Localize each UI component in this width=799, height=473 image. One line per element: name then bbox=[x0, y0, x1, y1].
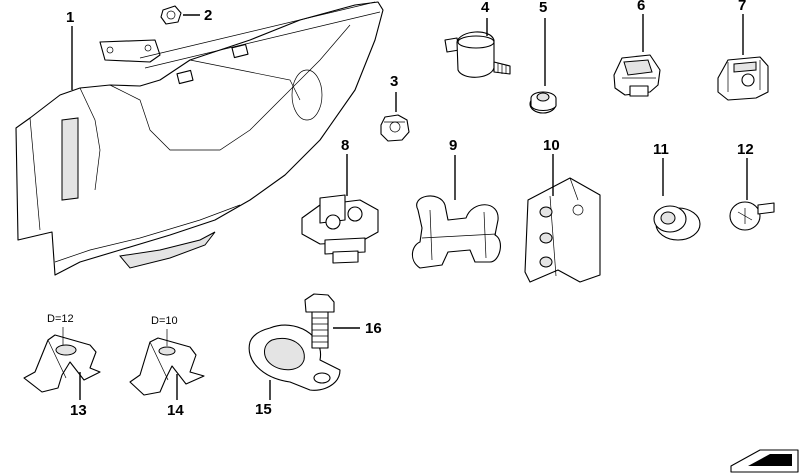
callout-5: 5 bbox=[539, 0, 547, 16]
callout-14: 14 bbox=[167, 402, 184, 419]
part-12-screw bbox=[729, 201, 775, 231]
callout-12: 12 bbox=[737, 141, 754, 158]
callout-16: 16 bbox=[365, 320, 382, 337]
callout-15: 15 bbox=[255, 401, 272, 418]
part-3-grommet bbox=[380, 114, 410, 142]
callout-13: 13 bbox=[70, 402, 87, 419]
part-1-cover-panel bbox=[15, 1, 384, 276]
callout-9: 9 bbox=[449, 137, 457, 154]
part-16-bolt bbox=[304, 293, 335, 349]
part-6-clip-nut bbox=[613, 54, 661, 97]
callout-1: 1 bbox=[66, 9, 74, 26]
part-2-nut bbox=[160, 5, 182, 25]
callout-10: 10 bbox=[543, 137, 560, 154]
callout-3: 3 bbox=[390, 73, 398, 90]
callout-2: 2 bbox=[204, 7, 212, 24]
part-7-clip-nut bbox=[717, 56, 769, 101]
diagram-corner-icon bbox=[730, 449, 799, 473]
part-13-clip-bracket bbox=[23, 334, 101, 393]
part-15-p-clamp bbox=[248, 324, 341, 391]
dimension-label-14: D=10 bbox=[151, 315, 178, 327]
part-14-clip-bracket bbox=[129, 337, 205, 396]
callout-4: 4 bbox=[481, 0, 490, 16]
callout-8: 8 bbox=[341, 137, 349, 154]
callout-6: 6 bbox=[637, 0, 645, 14]
part-9-rubber-damper bbox=[411, 195, 501, 269]
part-4-rubber-mount bbox=[444, 31, 511, 78]
part-10-bracket bbox=[524, 177, 601, 283]
callout-11: 11 bbox=[653, 141, 669, 158]
part-11-grommet bbox=[653, 205, 701, 241]
part-5-spacer bbox=[529, 91, 557, 114]
callout-7: 7 bbox=[738, 0, 746, 14]
dimension-label-13: D=12 bbox=[47, 313, 74, 325]
part-8-clamp-bolt bbox=[301, 194, 379, 264]
